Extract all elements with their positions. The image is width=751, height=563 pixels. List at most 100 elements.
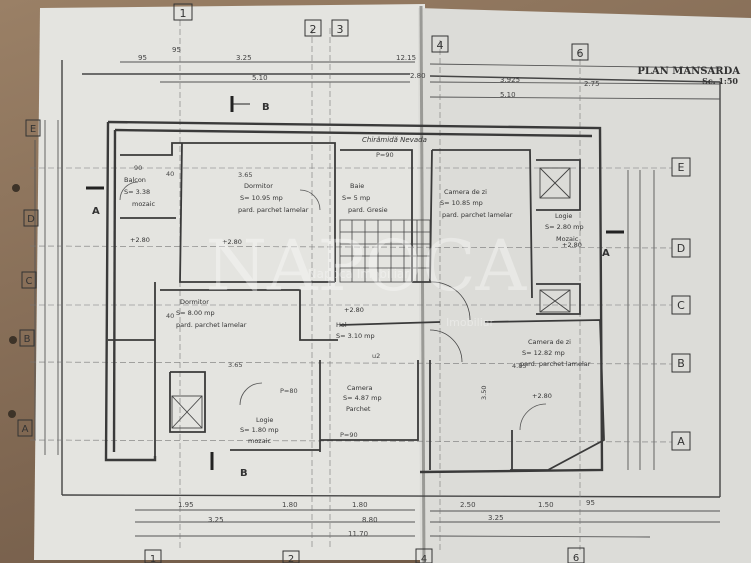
grid-col-label: 1 xyxy=(150,554,156,563)
watermark-line: Napoca Imobiliare xyxy=(308,267,417,281)
section-label: B xyxy=(240,468,248,479)
watermark-line: Imobiliar xyxy=(446,316,495,329)
watermark: NAPOCA Napoca Imobiliare Imobiliar xyxy=(206,225,528,329)
room-name: Logie xyxy=(256,416,273,424)
room-area: S= 1.80 mp xyxy=(240,426,279,434)
dim-label: 3.925 xyxy=(500,76,520,84)
room-name: Baie xyxy=(350,182,364,190)
room-area: S= 10.85 mp xyxy=(440,199,483,207)
room-area: S= 12.82 mp xyxy=(522,349,565,357)
section-label: A xyxy=(602,248,610,259)
plan-scale: Sc. 1:50 xyxy=(702,76,738,86)
right-sheet xyxy=(418,8,751,563)
dim-label: 1.80 xyxy=(282,501,298,509)
dim-label: u2 xyxy=(372,352,380,360)
level-mark: +2.80 xyxy=(222,238,242,246)
top-dimensions: 95 95 3.25 5.10 12.15 2.80 3.925 5.10 2.… xyxy=(138,46,600,99)
dim-label: 5.10 xyxy=(252,74,268,82)
dim-label: 3.25 xyxy=(488,514,504,522)
grid-col-label: 3 xyxy=(337,23,344,36)
punch-hole xyxy=(9,336,17,344)
grid-row-label: D xyxy=(27,214,35,225)
dim-label: P=80 xyxy=(280,387,298,395)
dim-label: 4.85 xyxy=(512,362,526,370)
room-finish: pard. parchet lamelar xyxy=(442,211,513,219)
grid-row-label: A xyxy=(677,435,685,448)
punch-hole xyxy=(8,410,16,418)
dim-label: 95 xyxy=(138,54,147,62)
dim-label: 95 xyxy=(172,46,181,54)
room-dimensions: 3.65 3.65 4.85 3.50 90 40 40 P=80 P=90 P… xyxy=(134,151,526,439)
dim-label: 90 xyxy=(134,164,142,172)
room-area: S= 3.38 xyxy=(124,188,150,196)
dim-label: 1.95 xyxy=(178,501,194,509)
room-finish: Mozaic xyxy=(556,235,579,243)
dim-label: 3.65 xyxy=(238,171,252,179)
grid-column-markers: 1 2 3 4 6 1 2 4 6 xyxy=(144,3,589,563)
dim-label: 11.70 xyxy=(348,530,368,538)
room-finish: pard. parchet lamelar xyxy=(520,360,591,368)
dim-label: 1.50 xyxy=(538,501,554,509)
room-name: Camera de zi xyxy=(528,338,571,346)
grid-col-label: 6 xyxy=(577,47,584,60)
room-finish: mozaic xyxy=(132,200,156,208)
room-finish: Parchet xyxy=(346,405,371,413)
dim-label: 2.50 xyxy=(460,501,476,509)
grid-row-markers: E D C B A E D C B A xyxy=(17,119,691,451)
dim-label: P=90 xyxy=(376,151,394,159)
watermark-logo-text: NAPOCA xyxy=(206,225,528,307)
grid-col-label: 2 xyxy=(288,554,294,563)
dim-label: 3.25 xyxy=(208,516,224,524)
grid-row-label: A xyxy=(22,424,29,435)
dim-label: 2.75 xyxy=(584,80,600,88)
dim-label: 8.80 xyxy=(362,516,378,524)
material-note: Chirămidă Nevada xyxy=(362,136,427,144)
dim-label: 5.10 xyxy=(500,91,516,99)
room-name: Balcon xyxy=(124,176,146,184)
section-label: A xyxy=(92,206,100,217)
dim-label: 12.15 xyxy=(396,54,416,62)
room-name: Camera xyxy=(347,384,373,392)
room-area: S= 4.87 mp xyxy=(343,394,382,402)
level-mark: +2.80 xyxy=(562,241,582,249)
level-mark: +2.80 xyxy=(344,306,364,314)
grid-row-label: E xyxy=(30,124,36,135)
level-mark: +2.80 xyxy=(130,236,150,244)
grid-row-label: C xyxy=(677,299,685,312)
dim-label: 2.80 xyxy=(410,72,426,80)
room-area: S= 8.00 mp xyxy=(176,309,215,317)
grid-col-label: 4 xyxy=(421,554,427,563)
dim-label: 3.50 xyxy=(480,386,488,400)
dim-label: 1.80 xyxy=(352,501,368,509)
grid-row-label: B xyxy=(24,334,31,345)
room-name: Dormitor xyxy=(244,182,273,190)
room-finish: pard. Gresie xyxy=(348,206,388,214)
grid-col-label: 6 xyxy=(573,553,579,563)
section-label: B xyxy=(262,102,270,113)
dim-label: 95 xyxy=(586,499,595,507)
grid-row-label: B xyxy=(677,357,685,370)
staircase xyxy=(339,219,471,363)
level-mark: +2.80 xyxy=(532,392,552,400)
room-finish: pard. parchet lamelar xyxy=(176,321,247,329)
room-name: Logie xyxy=(555,212,572,220)
grid-row-label: D xyxy=(677,242,685,255)
dim-label: P=90 xyxy=(340,431,358,439)
room-area: S= 5 mp xyxy=(342,194,370,202)
bottom-dimensions: 1.95 1.80 1.80 2.50 1.50 95 3.25 8.80 3.… xyxy=(178,499,595,538)
dim-label: 3.25 xyxy=(236,54,252,62)
grid-col-label: 1 xyxy=(180,7,187,20)
room-name: Hol xyxy=(336,321,347,329)
room-area: S= 10.95 mp xyxy=(240,194,283,202)
grid-row-label: E xyxy=(678,161,685,174)
grid-row-label: C xyxy=(26,276,33,287)
room-labels: Balcon S= 3.38 mozaic Dormitor S= 10.95 … xyxy=(124,176,591,445)
room-finish: mozaic xyxy=(248,437,272,445)
level-marks: +2.80 +2.80 +2.80 +2.80 +2.80 xyxy=(130,236,582,400)
room-area: S= 2.80 mp xyxy=(545,223,584,231)
punch-hole xyxy=(12,184,20,192)
room-area: S= 3.10 mp xyxy=(336,332,375,340)
dim-label: 40 xyxy=(166,312,174,320)
